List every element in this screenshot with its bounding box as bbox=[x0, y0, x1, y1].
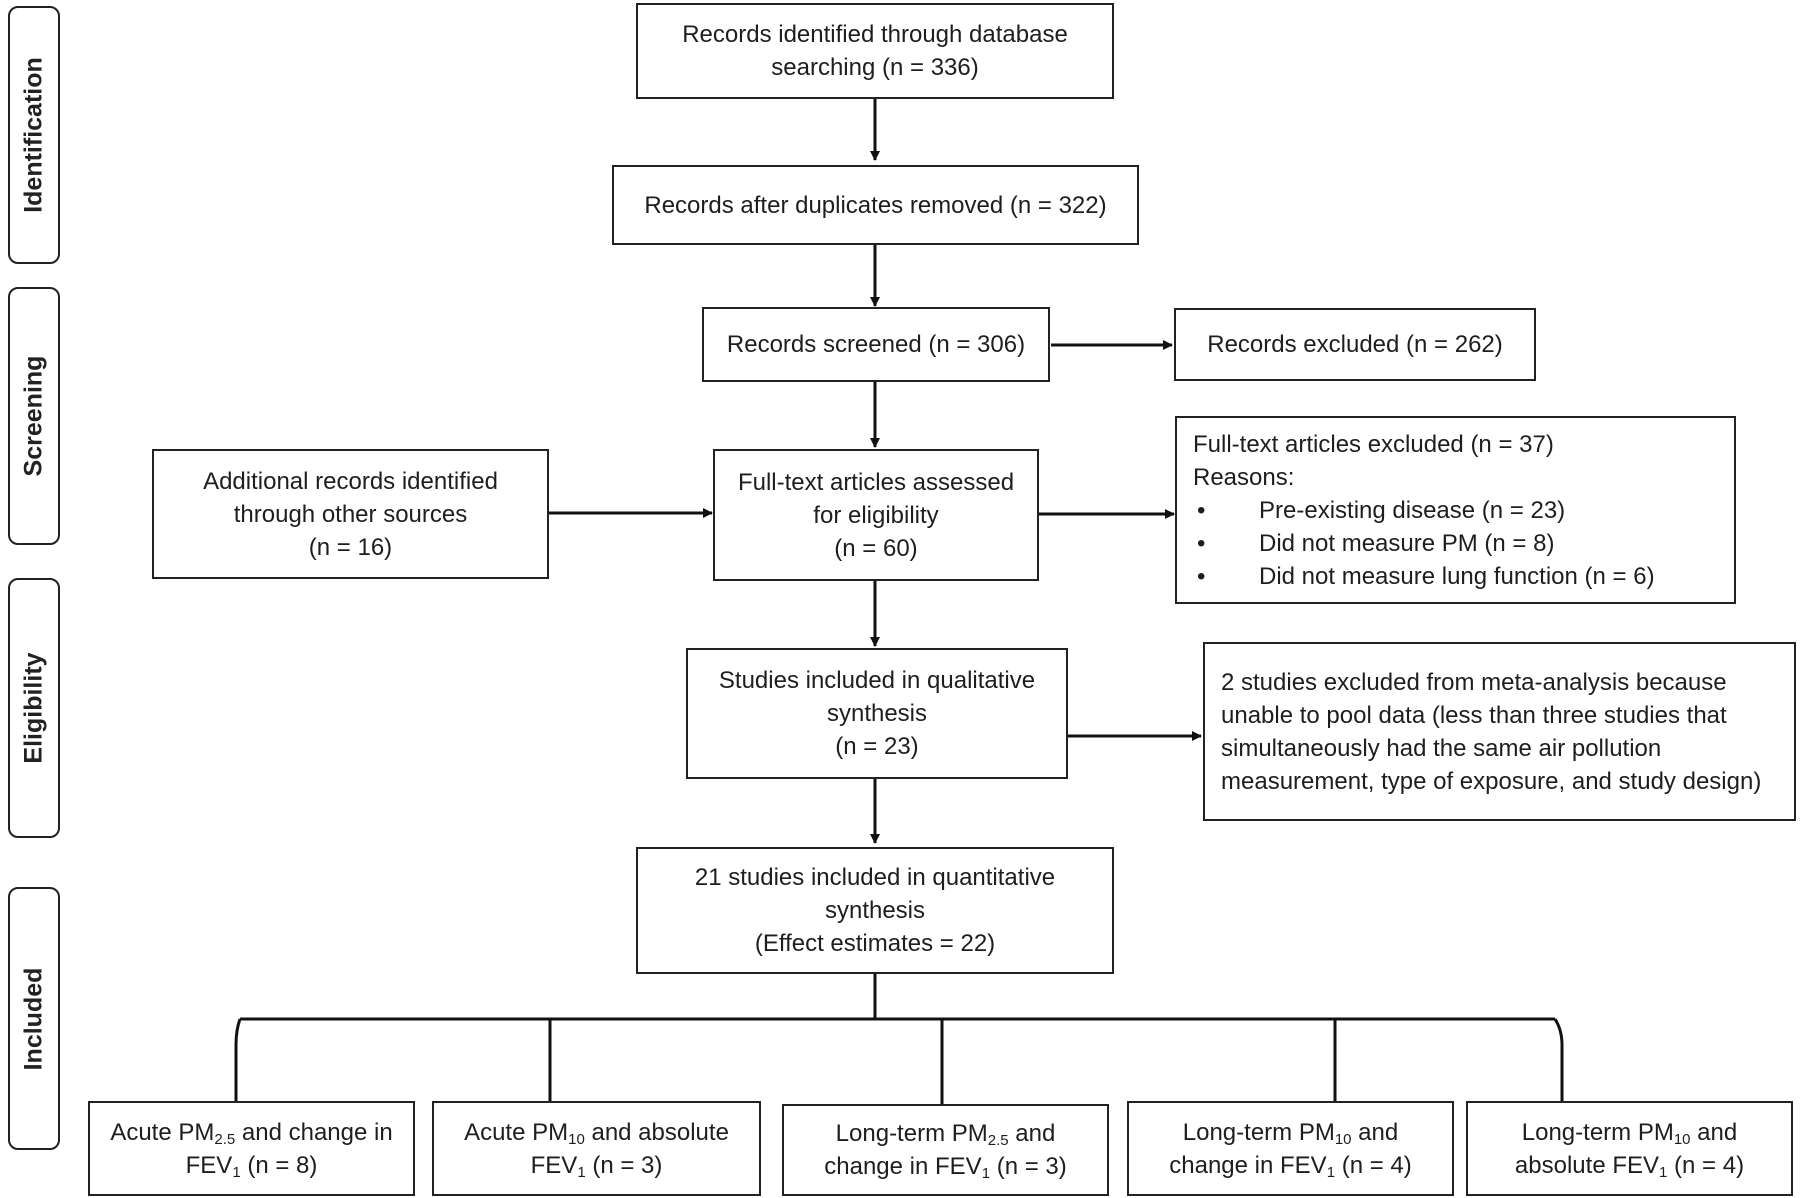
box-text-line: (n = 23) bbox=[835, 733, 919, 760]
reason-text: Did not measure PM (n = 8) bbox=[1259, 529, 1555, 557]
box-fulltext-excluded: Full-text articles excluded (n = 37) Rea… bbox=[1175, 416, 1736, 604]
outcome-line-2: change in FEV1 (n = 3) bbox=[824, 1153, 1067, 1182]
outcome-line-1: Long-term PM10 and bbox=[1521, 1118, 1738, 1148]
box-text-line: Records excluded (n = 262) bbox=[1207, 331, 1503, 358]
bullet-icon: • bbox=[1197, 529, 1206, 557]
box-text-line: Studies included in qualitative bbox=[718, 667, 1036, 694]
box-records-identified: Records identified through database sear… bbox=[636, 3, 1114, 99]
box-text-line: unable to pool data (less than three stu… bbox=[1221, 701, 1727, 729]
outcome-line-1: Long-term PM2.5 and bbox=[835, 1120, 1056, 1149]
outcome-line-2: absolute FEV1 (n = 4) bbox=[1514, 1151, 1745, 1181]
box-additional-records: Additional records identified through ot… bbox=[152, 449, 549, 579]
outcome-line-2: change in FEV1 (n = 4) bbox=[1169, 1151, 1412, 1181]
box-outcome-longterm-pm25-change: Long-term PM2.5 and change in FEV1 (n = … bbox=[782, 1104, 1109, 1196]
box-text-line: synthesis bbox=[826, 700, 928, 727]
outcome-line-2: FEV1 (n = 8) bbox=[185, 1151, 318, 1181]
box-text-line: Additional records identified bbox=[203, 467, 498, 495]
box-text-line: synthesis bbox=[824, 897, 926, 924]
box-text-line: 21 studies included in quantitative bbox=[694, 864, 1056, 891]
stage-screening: Screening bbox=[8, 287, 60, 545]
bullet-icon: • bbox=[1197, 496, 1206, 524]
box-outcome-acute-pm10-absolute: Acute PM10 and absolute FEV1 (n = 3) bbox=[432, 1101, 761, 1196]
stage-label: Included bbox=[19, 967, 48, 1070]
outcome-line-1: Long-term PM10 and bbox=[1182, 1118, 1399, 1148]
box-records-excluded: Records excluded (n = 262) bbox=[1174, 308, 1536, 381]
box-text-line: (n = 16) bbox=[308, 533, 393, 561]
box-fulltext-assessed: Full-text articles assessed for eligibil… bbox=[713, 449, 1039, 581]
outcome-line-2: FEV1 (n = 3) bbox=[530, 1151, 663, 1181]
box-text-line: through other sources bbox=[233, 500, 468, 528]
box-outcome-acute-pm25-change: Acute PM2.5 and change in FEV1 (n = 8) bbox=[88, 1101, 415, 1196]
box-quantitative-synthesis: 21 studies included in quantitative synt… bbox=[636, 847, 1114, 974]
stage-identification: Identification bbox=[8, 6, 60, 264]
stage-label: Screening bbox=[19, 355, 48, 477]
box-text-line: Records identified through database bbox=[682, 21, 1068, 48]
box-qualitative-synthesis: Studies included in qualitative synthesi… bbox=[686, 648, 1068, 779]
box-text-line: searching (n = 336) bbox=[771, 54, 979, 81]
box-text-line: measurement, type of exposure, and study… bbox=[1221, 767, 1762, 795]
reason-item: • Did not measure PM (n = 8) bbox=[1193, 527, 1655, 560]
box-text-line: for eligibility bbox=[813, 501, 939, 529]
reason-text: Pre-existing disease (n = 23) bbox=[1259, 496, 1566, 524]
reason-item: • Pre-existing disease (n = 23) bbox=[1193, 494, 1655, 527]
box-text-line: Records screened (n = 306) bbox=[726, 331, 1026, 358]
box-records-screened: Records screened (n = 306) bbox=[702, 307, 1050, 382]
box-text-line: simultaneously had the same air pollutio… bbox=[1221, 734, 1662, 762]
box-duplicates-removed: Records after duplicates removed (n = 32… bbox=[612, 165, 1139, 245]
box-outcome-longterm-pm10-change: Long-term PM10 and change in FEV1 (n = 4… bbox=[1127, 1101, 1454, 1196]
bullet-icon: • bbox=[1197, 562, 1206, 590]
box-text-line: 2 studies excluded from meta-analysis be… bbox=[1221, 668, 1727, 696]
stage-label: Identification bbox=[19, 57, 48, 213]
reasons-list: • Pre-existing disease (n = 23) • Did not … bbox=[1193, 494, 1655, 593]
box-meta-analysis-excluded: 2 studies excluded from meta-analysis be… bbox=[1203, 642, 1796, 821]
box-text-line: (Effect estimates = 22) bbox=[754, 930, 996, 957]
box-text-line: (n = 60) bbox=[834, 534, 918, 562]
box-outcome-longterm-pm10-absolute: Long-term PM10 and absolute FEV1 (n = 4) bbox=[1466, 1101, 1793, 1196]
stage-eligibility: Eligibility bbox=[8, 578, 60, 838]
branch-connector bbox=[234, 974, 1564, 1104]
outcome-line-1: Acute PM2.5 and change in bbox=[110, 1118, 393, 1148]
box-text-line: Full-text articles assessed bbox=[737, 468, 1015, 496]
box-text-line: Records after duplicates removed (n = 32… bbox=[644, 191, 1107, 219]
reason-item: • Did not measure lung function (n = 6) bbox=[1193, 560, 1655, 593]
stage-label: Eligibility bbox=[19, 652, 48, 764]
reasons-label: Reasons: bbox=[1193, 463, 1295, 491]
excluded-title: Full-text articles excluded (n = 37) bbox=[1193, 430, 1554, 458]
outcome-line-1: Acute PM10 and absolute bbox=[464, 1118, 729, 1148]
reason-text: Did not measure lung function (n = 6) bbox=[1259, 562, 1655, 590]
stage-included: Included bbox=[8, 887, 60, 1150]
